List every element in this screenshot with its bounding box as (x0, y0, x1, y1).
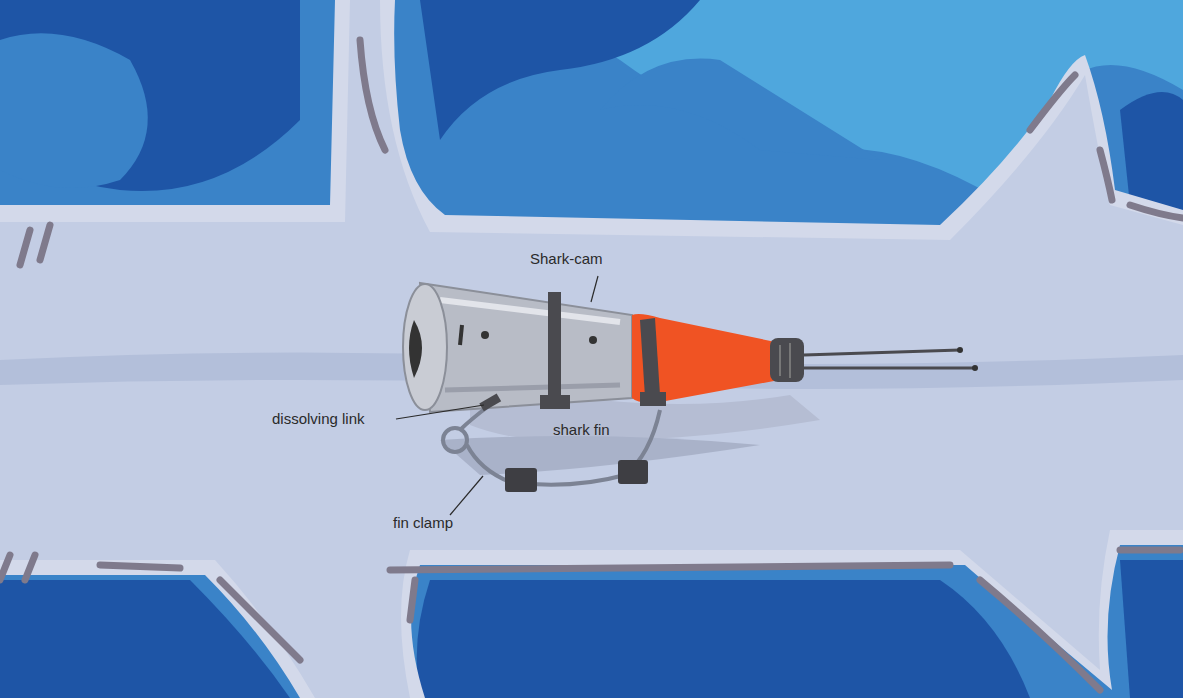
part-label: fin clamp (393, 514, 453, 532)
part-label: dissolving link (272, 410, 365, 428)
dissolving-link (479, 394, 501, 412)
camera-strap (548, 292, 561, 402)
sea-shadow (1120, 92, 1183, 210)
part-label: shark fin (553, 421, 610, 439)
sea-shadow (417, 580, 1030, 698)
camera-body (420, 283, 632, 412)
clamp-pad (618, 460, 648, 484)
camera-cap (403, 284, 447, 410)
part-label: Shark-cam (530, 250, 603, 268)
antenna (804, 350, 975, 368)
camera-lens (409, 320, 422, 378)
nose-cap (770, 338, 804, 382)
camera-strap (640, 318, 660, 397)
fin-clamp (443, 405, 660, 485)
clamp-pad (505, 468, 537, 492)
sea-patch (0, 33, 148, 188)
leader-line (396, 276, 598, 515)
sea-patch (600, 59, 880, 160)
sea-shadow (0, 0, 300, 191)
camera-nose (632, 314, 790, 403)
sea-shadow (1120, 560, 1183, 698)
